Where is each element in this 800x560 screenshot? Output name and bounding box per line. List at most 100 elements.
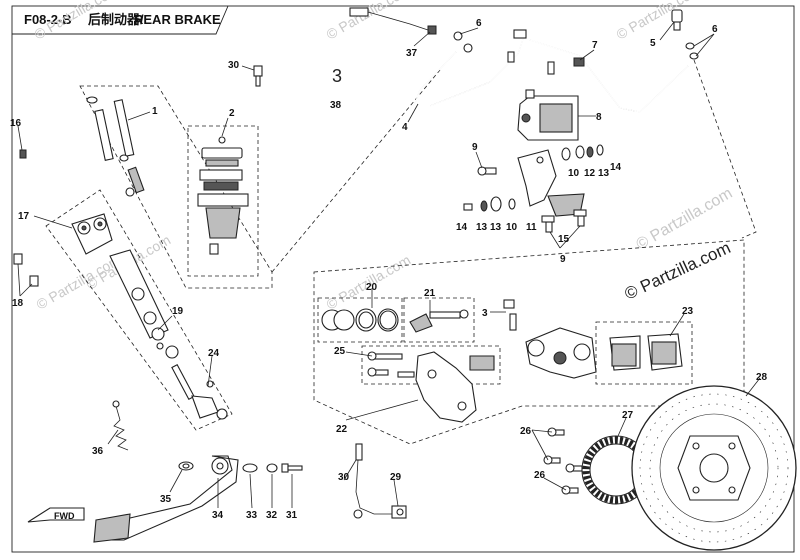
callout-labels: 30 1 2 16 17 18 19 24 36 35 34 33 32 31 … xyxy=(10,18,768,521)
part-34-brake-pedal[interactable] xyxy=(93,455,239,543)
callout-14-upper: 14 xyxy=(610,162,622,173)
title-chinese: 后制动器/ xyxy=(88,12,144,27)
callout-12-lower: 13 xyxy=(490,222,502,233)
part-38-symbol: 3 xyxy=(332,66,342,86)
title-box xyxy=(12,5,229,35)
part-5-banjo-bolt[interactable] xyxy=(671,9,683,31)
part-18-bolts[interactable] xyxy=(13,253,39,287)
callout-12-upper: 12 xyxy=(584,168,596,179)
callout-30: 30 xyxy=(228,60,240,71)
callout-26-lower: 26 xyxy=(534,470,546,481)
part-31-bolt[interactable] xyxy=(281,463,303,473)
callout-4: 4 xyxy=(402,122,408,133)
callout-7: 7 xyxy=(592,40,598,51)
callout-33: 33 xyxy=(246,510,258,521)
fwd-label: FWD xyxy=(54,511,75,521)
callout-18: 18 xyxy=(12,298,24,309)
callout-19: 19 xyxy=(172,306,184,317)
part-1-rods[interactable] xyxy=(86,96,145,197)
title-code: F08-2-B xyxy=(24,12,72,27)
part-16-bolt[interactable] xyxy=(19,149,27,159)
part-35-washer[interactable] xyxy=(178,461,194,471)
callout-24: 24 xyxy=(208,348,220,359)
title-english: REAR BRAKE xyxy=(134,12,221,27)
part-29-abs-sensor[interactable] xyxy=(355,459,407,519)
callout-35: 35 xyxy=(160,494,172,505)
callout-15: 15 xyxy=(558,234,570,245)
part-6-washer[interactable] xyxy=(453,31,473,53)
part-30-bolt[interactable] xyxy=(253,65,263,87)
leader-lines xyxy=(17,21,761,509)
part-17-master-cylinder[interactable] xyxy=(71,213,113,255)
part-32-washer[interactable] xyxy=(266,463,278,473)
part-26-bolts[interactable] xyxy=(543,427,583,495)
part-10-12-13-14-hardware-upper[interactable] xyxy=(561,144,604,161)
callout-6-right: 6 xyxy=(712,24,718,35)
callout-9-upper: 9 xyxy=(472,142,478,153)
callout-21: 21 xyxy=(424,288,436,299)
part-4-hose[interactable] xyxy=(413,29,527,107)
part-23-brake-pads[interactable] xyxy=(609,333,683,371)
part-2-reservoir[interactable] xyxy=(197,136,249,255)
callout-17: 17 xyxy=(18,211,30,222)
part-30-sensor-bolt[interactable] xyxy=(353,443,363,519)
pin-kit-frame xyxy=(403,297,475,343)
callout-8: 8 xyxy=(596,112,602,123)
callout-3: 3 xyxy=(482,308,488,319)
part-33-washer[interactable] xyxy=(242,463,258,473)
callout-23: 23 xyxy=(682,306,694,317)
callout-10-lower: 10 xyxy=(506,222,518,233)
callout-25: 25 xyxy=(334,346,346,357)
part-24-pushrod[interactable] xyxy=(171,363,228,420)
callout-14-lower: 14 xyxy=(456,222,468,233)
part-36-spring[interactable] xyxy=(112,400,129,451)
callout-2: 2 xyxy=(229,108,235,119)
master-cylinder-group-frame xyxy=(79,85,273,289)
hose-to-caliper-line xyxy=(693,59,757,239)
callout-37: 37 xyxy=(406,48,418,59)
callout-9-lower: 9 xyxy=(560,254,566,265)
part-9-bolt[interactable] xyxy=(477,166,497,176)
part-7-brake-pipe[interactable] xyxy=(507,39,689,113)
callout-26-upper: 26 xyxy=(520,426,532,437)
brake-pad-frame xyxy=(595,321,693,385)
part-caliper-body[interactable] xyxy=(525,327,597,379)
part-20-piston-seal-kit[interactable] xyxy=(321,308,399,332)
callout-1: 1 xyxy=(152,106,158,117)
hose-connector-line xyxy=(271,69,441,273)
watermark: © Partzilla.com xyxy=(34,252,124,313)
part-10-12-13-14-hardware-lower[interactable] xyxy=(463,196,516,212)
callout-31: 31 xyxy=(286,510,298,521)
callout-36: 36 xyxy=(92,446,104,457)
callout-22: 22 xyxy=(336,424,348,435)
part-38-marker: 3 xyxy=(332,66,342,86)
reservoir-group-frame xyxy=(187,125,259,277)
fwd-arrow: FWD xyxy=(27,507,85,523)
callout-28: 28 xyxy=(756,372,768,383)
part-25-bolts[interactable] xyxy=(367,351,415,378)
callout-27: 27 xyxy=(622,410,634,421)
part-15-bolts[interactable] xyxy=(541,209,587,233)
part-11-bracket[interactable] xyxy=(517,149,585,217)
callout-32: 32 xyxy=(266,510,278,521)
part-19-piston[interactable] xyxy=(109,249,179,359)
part-6-washer-right[interactable] xyxy=(685,42,699,60)
part-21-pad-pin[interactable] xyxy=(409,309,469,333)
callout-6-top: 6 xyxy=(476,18,482,29)
callout-13-lower: 13 xyxy=(476,222,488,233)
part-3-bleeder[interactable] xyxy=(503,299,517,331)
callout-10-upper: 10 xyxy=(568,168,580,179)
part-22-caliper-bracket[interactable] xyxy=(415,351,495,423)
part-28-brake-disc[interactable] xyxy=(631,385,797,551)
callout-5: 5 xyxy=(650,38,656,49)
callout-16: 16 xyxy=(10,118,22,129)
callout-13-upper: 13 xyxy=(598,168,610,179)
pushrod-group-frame xyxy=(45,189,233,431)
part-37-sensor-wire[interactable] xyxy=(349,7,437,35)
diagram-border xyxy=(11,5,795,553)
callout-30-lower: 30 xyxy=(338,472,350,483)
callout-34: 34 xyxy=(212,510,224,521)
callout-38: 38 xyxy=(330,100,342,111)
part-8-abs-module[interactable] xyxy=(517,89,579,141)
